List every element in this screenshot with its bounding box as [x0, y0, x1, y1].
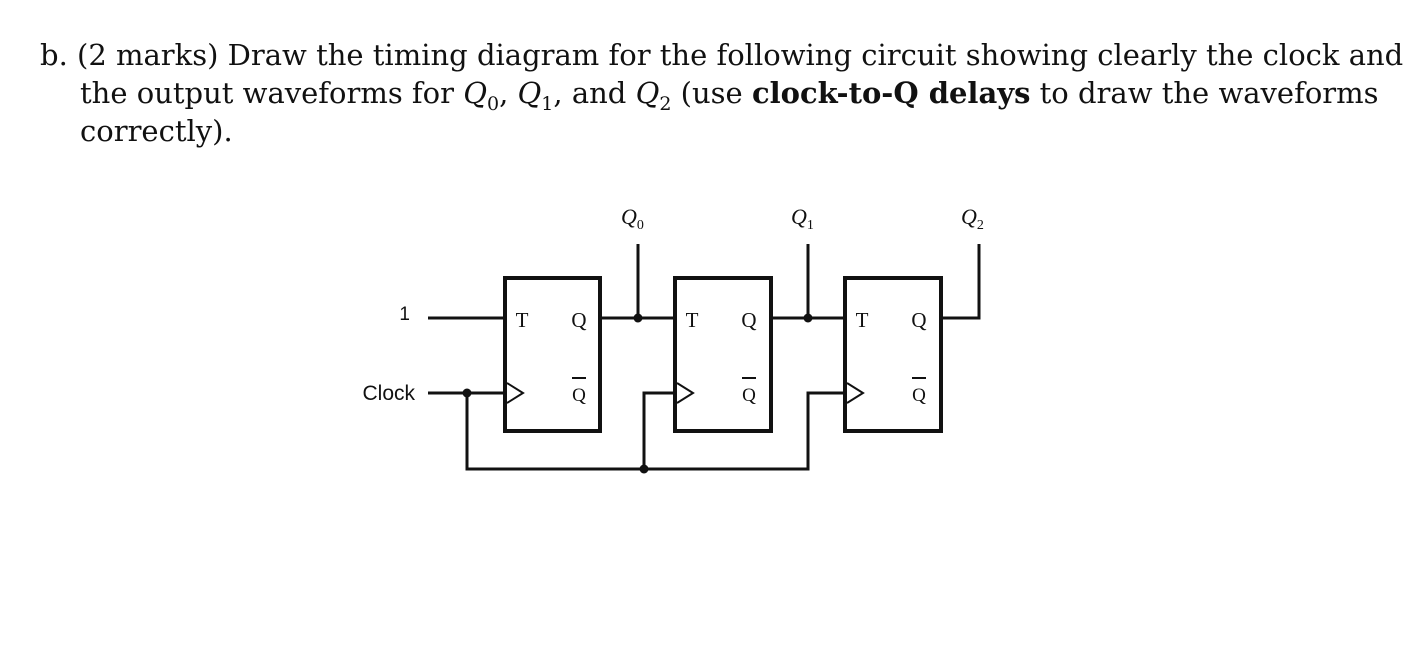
clock-triangle-marks — [506, 382, 865, 404]
q1-output-label: Q1 — [791, 204, 814, 233]
ff2-t-pin-label: T — [856, 308, 869, 332]
ff0-q-pin-label: Q — [571, 308, 586, 332]
flip-flop-2-box — [843, 276, 943, 433]
flip-flop-boxes — [503, 276, 943, 433]
junction-dot — [639, 464, 649, 474]
question-line-2-post: to draw the waveforms — [1030, 76, 1379, 110]
q2-variable: Q2 — [635, 76, 672, 115]
t-input-value-label: 1 — [399, 304, 410, 325]
clock-triangle-icon — [676, 382, 695, 404]
q1-variable: Q1 — [517, 76, 554, 115]
q2-output-wire — [941, 244, 981, 320]
and-separator: , and — [553, 76, 636, 110]
q0-output-label: Q0 — [621, 204, 644, 233]
q2-output-label: Q2 — [961, 204, 984, 233]
flip-flop-1-box — [673, 276, 773, 433]
question-line-2: the output waveforms for Q0, Q1, and Q2 … — [40, 74, 1379, 115]
paren-open-text: (use — [671, 76, 752, 110]
ff0-t-pin-label: T — [516, 308, 529, 332]
junction-dot — [462, 388, 472, 398]
flip-flop-pin-labels: T Q Q T Q Q T Q Q — [516, 308, 927, 406]
clock-triangle-icon — [846, 382, 865, 404]
clock-bus-wire — [465, 391, 845, 471]
question-line-2-pre: the output waveforms for — [80, 76, 464, 110]
question-line-1: b. (2 marks) Draw the timing diagram for… — [40, 38, 1403, 72]
question-text: b. (2 marks) Draw the timing diagram for… — [40, 36, 1403, 150]
ff0-qbar-pin-label: Q — [572, 385, 586, 406]
ff1-qbar-pin-label: Q — [742, 385, 756, 406]
ff1-t-pin-label: T — [686, 308, 699, 332]
ff2-qbar-pin-label: Q — [912, 385, 926, 406]
output-labels: Q0 Q1 Q2 — [621, 204, 984, 233]
q0-variable: Q0 — [463, 76, 500, 115]
question-line-3: correctly). — [80, 114, 233, 148]
clock-branch-ff2-wire — [642, 391, 675, 469]
emphasis-text: clock-to-Q delays — [751, 76, 1031, 110]
junction-dot — [633, 313, 643, 323]
flip-flop-0-box — [503, 276, 602, 433]
comma-separator: , — [499, 76, 518, 110]
clock-triangle-icon — [506, 382, 525, 404]
clock-input-label: Clock — [362, 382, 415, 405]
ff2-q-pin-label: Q — [911, 308, 926, 332]
ff1-q-pin-label: Q — [741, 308, 756, 332]
junction-dot — [803, 313, 813, 323]
junction-dots — [462, 313, 813, 474]
